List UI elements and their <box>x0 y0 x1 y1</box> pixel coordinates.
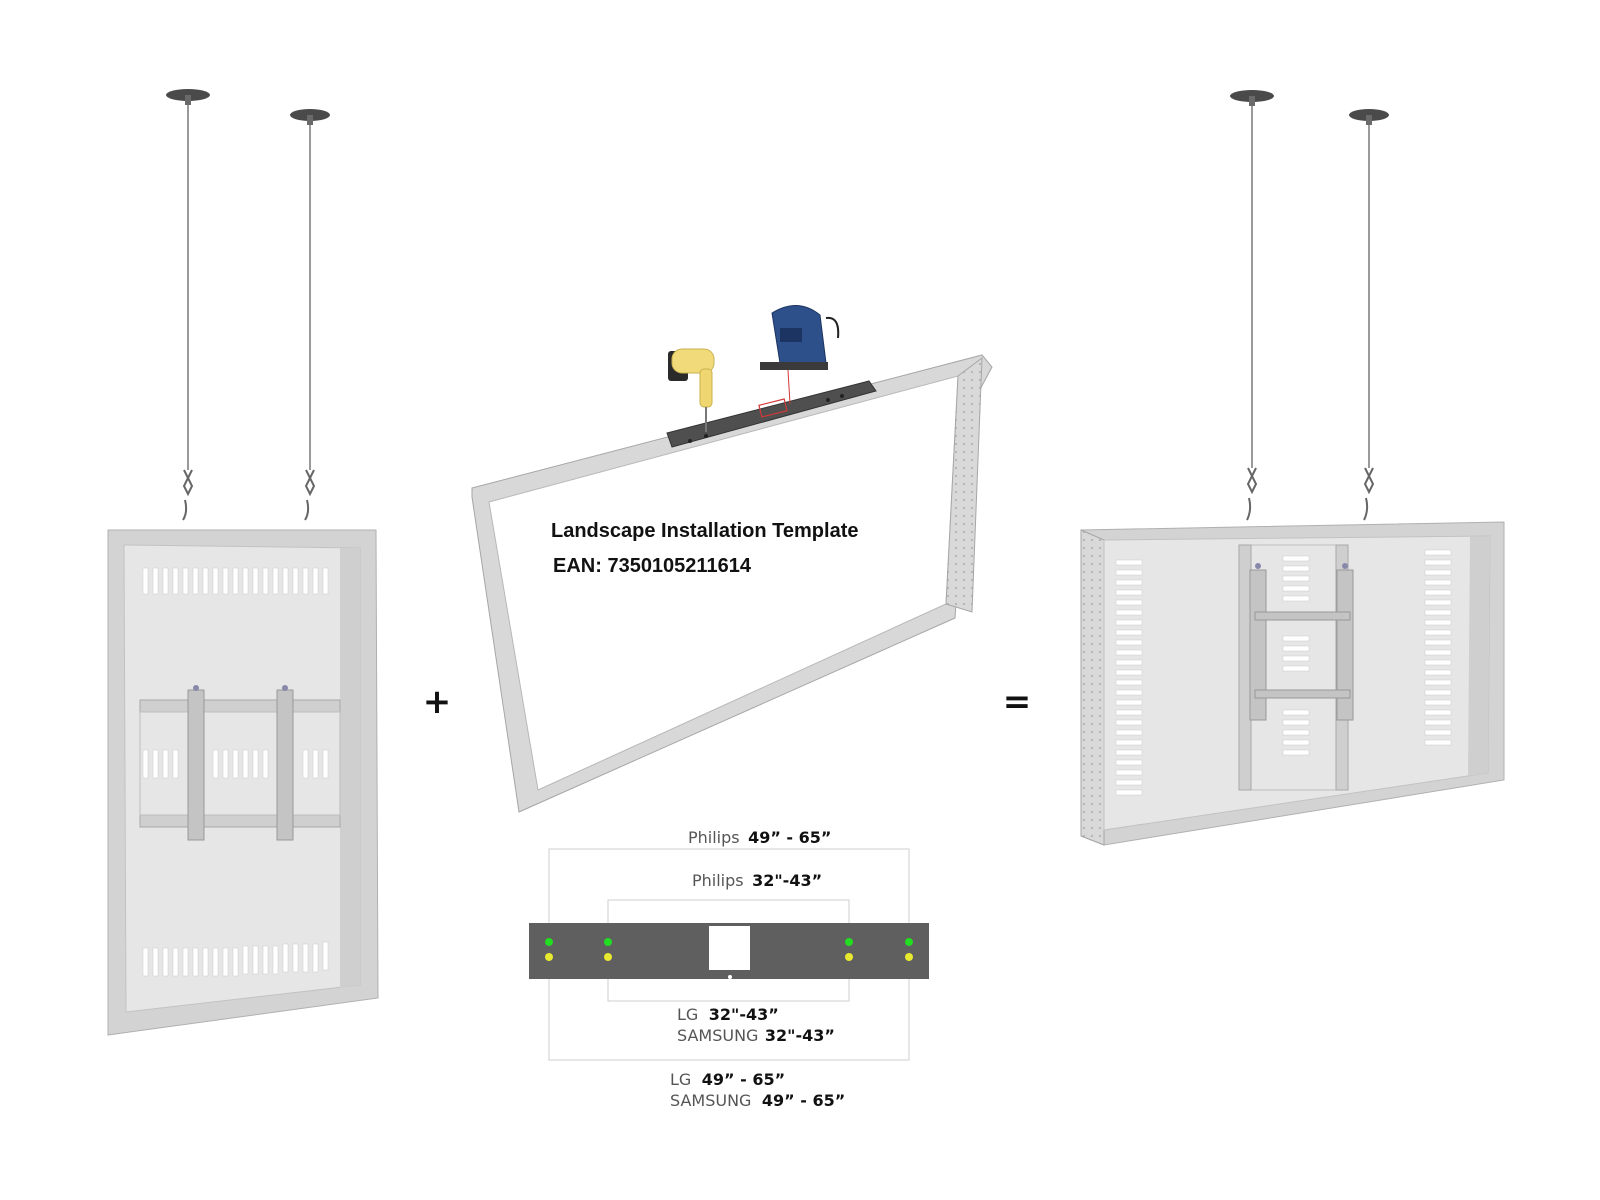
jigsaw-icon <box>760 305 840 405</box>
hole-green <box>545 938 553 946</box>
hole-yellow <box>604 953 612 961</box>
label-brand: SAMSUNG <box>670 1091 751 1110</box>
cordless-drill-icon <box>668 348 715 432</box>
landscape-template-frame <box>471 354 993 813</box>
vent-slots-bottom <box>142 941 329 977</box>
label-philips-49-65: Philips 49” - 65” <box>688 828 831 847</box>
label-brand: LG <box>670 1070 691 1089</box>
portrait-enclosure <box>107 89 379 1036</box>
vent-slots-top <box>142 567 329 595</box>
label-brand: LG <box>677 1005 698 1024</box>
vesa-bracket-landscape <box>1238 544 1354 791</box>
dimension-line-inner-bottom <box>607 975 850 1002</box>
label-size: 32"-43” <box>752 871 822 890</box>
equals-sign: = <box>1003 682 1032 722</box>
label-brand: SAMSUNG <box>677 1026 758 1045</box>
ceiling-mount-right <box>1349 109 1389 521</box>
plus-sign: + <box>423 682 452 722</box>
template-title: Landscape Installation Template <box>551 520 858 542</box>
label-size: 49” - 65” <box>762 1091 845 1110</box>
vent-slots-right <box>1424 549 1452 746</box>
vent-slots-middle <box>1282 555 1310 756</box>
dimension-line-inner-top <box>607 899 850 925</box>
label-lg-32-43: LG 32"-43” <box>677 1005 779 1024</box>
plate-center-cutout <box>709 926 750 970</box>
label-brand: Philips <box>688 828 740 847</box>
label-size: 49” - 65” <box>748 828 831 847</box>
ceiling-mount-right <box>290 109 330 521</box>
hole-green <box>905 938 913 946</box>
hole-green <box>604 938 612 946</box>
vesa-bracket-portrait <box>139 685 341 841</box>
label-size: 32"-43” <box>709 1005 779 1024</box>
bracket-hole-diagram: Philips 49” - 65” Philips 32"-43” LG 32"… <box>529 828 929 1110</box>
label-lg-49-65: LG 49” - 65” <box>670 1070 785 1089</box>
ceiling-mount-left <box>166 89 210 521</box>
label-samsung-49-65: SAMSUNG 49” - 65” <box>670 1091 845 1110</box>
label-brand: Philips <box>692 871 744 890</box>
label-size: 49” - 65” <box>702 1070 785 1089</box>
hole-yellow <box>545 953 553 961</box>
hole-green <box>845 938 853 946</box>
vent-slots-middle <box>142 749 329 779</box>
template-ean: EAN: 7350105211614 <box>553 555 752 577</box>
label-philips-32-43: Philips 32"-43” <box>692 871 822 890</box>
landscape-enclosure <box>1080 90 1505 846</box>
ceiling-mount-left <box>1230 90 1274 521</box>
hole-yellow <box>845 953 853 961</box>
vent-slots-left <box>1115 559 1143 796</box>
hole-yellow <box>905 953 913 961</box>
dimension-line-outer-top <box>548 848 910 925</box>
label-size: 32"-43” <box>765 1026 835 1045</box>
label-samsung-32-43: SAMSUNG 32"-43” <box>677 1026 835 1045</box>
dimension-line-outer-bottom <box>548 975 910 1061</box>
